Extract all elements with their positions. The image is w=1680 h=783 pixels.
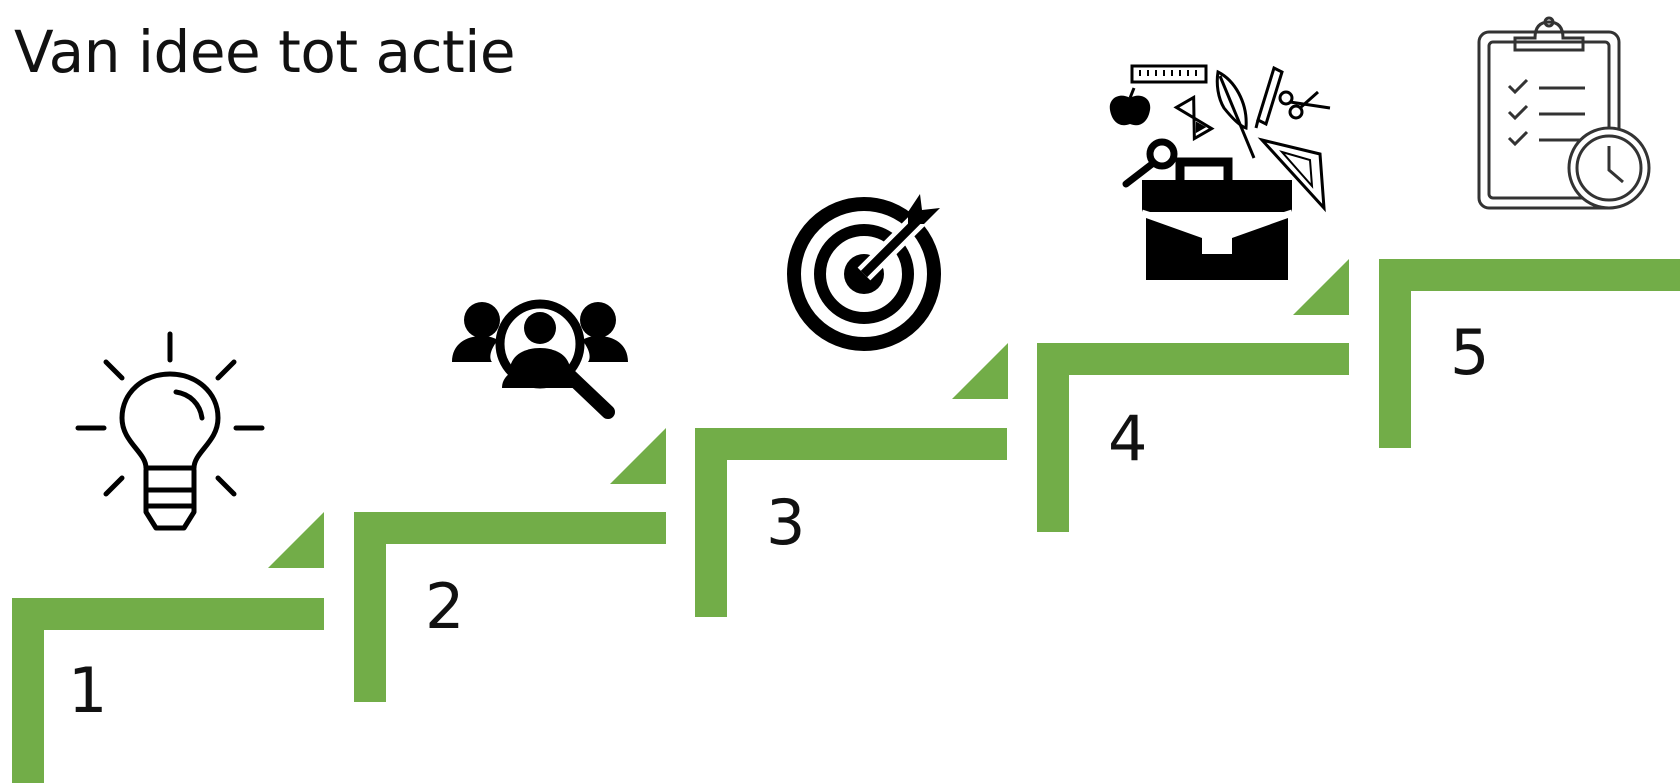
stair-step-1 [12,512,324,783]
stair-step-4 [1037,259,1349,532]
hourglass-icon [1173,94,1215,142]
magnifier-icon [1122,138,1178,188]
pencil-icon [1254,65,1284,129]
ruler-icon [1130,64,1208,84]
lightbulb-icon [75,331,265,531]
briefcase-tools-icon [1109,64,1331,280]
quill-icon [1215,69,1256,159]
people-search-icon [452,299,628,419]
stair-step-2 [354,428,666,702]
stair-step-5 [1379,259,1680,448]
step-number-1: 1 [68,654,108,727]
clipboard-checklist-clock-icon [1477,16,1651,210]
apple-icon [1109,87,1151,126]
step-number-4: 4 [1108,402,1148,475]
set-square-icon [1257,137,1326,213]
page-title: Van idee tot actie [14,18,516,86]
briefcase-icon [1141,157,1293,280]
step-number-5: 5 [1450,316,1490,389]
step-number-3: 3 [766,486,806,559]
scissors-icon [1278,90,1331,120]
target-icon [787,194,941,351]
step-number-2: 2 [425,570,465,643]
stair-step-3 [695,343,1008,617]
